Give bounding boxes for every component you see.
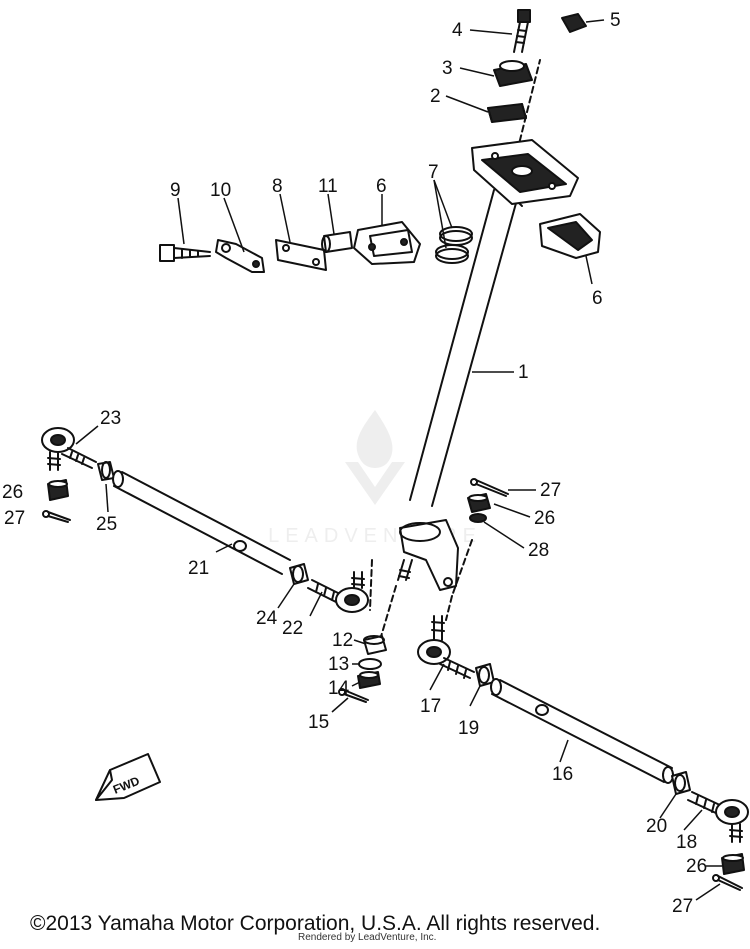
label-11: 11 — [318, 176, 338, 197]
label-1: 1 — [518, 362, 529, 383]
fwd-arrow-icon — [95, 753, 161, 801]
part-21-tie-rod-left — [112, 470, 291, 575]
part-6-bracket-right — [539, 213, 601, 259]
label-22: 22 — [282, 618, 303, 639]
part-11-collar — [321, 231, 353, 253]
part-15-cotter-pin — [338, 688, 369, 703]
label-9: 9 — [170, 180, 181, 201]
parts-drawing — [41, 9, 749, 891]
part-24-lock-nut — [289, 563, 309, 585]
label-3: 3 — [442, 58, 453, 79]
label-5: 5 — [610, 10, 621, 31]
label-26a: 26 — [2, 482, 23, 503]
watermark-flame-icon — [356, 410, 393, 468]
label-26c: 26 — [686, 856, 707, 877]
part-5-cap-nut — [561, 13, 587, 33]
label-18: 18 — [676, 832, 697, 853]
label-27c: 27 — [672, 896, 693, 917]
part-17-tie-rod-end-right-inner — [417, 615, 475, 679]
label-17: 17 — [420, 696, 441, 717]
part-lower-pitman-arm — [397, 519, 459, 591]
guide-lines — [369, 539, 473, 641]
part-4-bolt — [513, 9, 531, 53]
label-6a: 6 — [376, 176, 387, 197]
label-26b: 26 — [534, 508, 555, 529]
part-6-bracket-left — [353, 221, 421, 265]
part-20-lock-nut — [671, 771, 691, 795]
part-22-tie-rod-end-inner — [307, 571, 369, 613]
part-28-washer-mid — [469, 513, 487, 523]
part-2-collar — [487, 103, 527, 123]
label-7: 7 — [428, 162, 439, 183]
label-13: 13 — [328, 654, 349, 675]
label-23: 23 — [100, 408, 121, 429]
part-16-tie-rod-right — [490, 678, 674, 784]
part-14-nut — [357, 671, 381, 689]
label-4: 4 — [452, 20, 463, 41]
part-26-nut-left — [47, 479, 69, 501]
part-1-steering-column — [409, 59, 541, 507]
label-16: 16 — [552, 764, 573, 785]
part-10-lock-washer — [215, 239, 265, 273]
label-2: 2 — [430, 86, 441, 107]
copyright-notice: ©2013 Yamaha Motor Corporation, U.S.A. A… — [30, 912, 601, 935]
label-21: 21 — [188, 558, 209, 579]
label-25: 25 — [96, 514, 117, 535]
label-10: 10 — [210, 180, 231, 201]
label-20: 20 — [646, 816, 667, 837]
part-9-bolt — [159, 244, 211, 262]
part-7-bushings — [435, 226, 473, 264]
part-27-cotter-pin-left — [42, 510, 71, 523]
label-12: 12 — [332, 630, 353, 651]
part-3-cap — [493, 60, 533, 87]
label-19: 19 — [458, 718, 479, 739]
part-26-nut-mid — [467, 493, 491, 513]
part-27-cotter-pin-right — [712, 874, 743, 891]
part-13-washer — [358, 658, 382, 670]
part-upper-holder — [471, 139, 579, 205]
part-25-lock-nut — [97, 461, 115, 481]
part-labels: 4 5 3 2 9 10 8 11 6 7 6 1 23 26 27 25 21… — [2, 10, 707, 917]
label-14: 14 — [328, 678, 350, 699]
label-28: 28 — [528, 540, 549, 561]
part-18-tie-rod-end-right — [687, 791, 749, 843]
label-27b: 27 — [540, 480, 561, 501]
label-27a: 27 — [4, 508, 25, 529]
label-6b: 6 — [592, 288, 603, 309]
rendered-by-notice: Rendered by LeadVenture, Inc. — [298, 932, 437, 943]
part-12-collar — [363, 635, 387, 655]
part-26-nut-right — [721, 853, 745, 875]
part-23-tie-rod-end-left — [41, 427, 97, 471]
label-8: 8 — [272, 176, 283, 197]
leader-lines — [75, 19, 722, 901]
label-15: 15 — [308, 712, 329, 733]
part-27-cotter-pin-mid — [470, 478, 509, 497]
part-8-plate — [275, 239, 327, 271]
label-24: 24 — [256, 608, 278, 629]
watermark-v-icon — [345, 462, 405, 505]
